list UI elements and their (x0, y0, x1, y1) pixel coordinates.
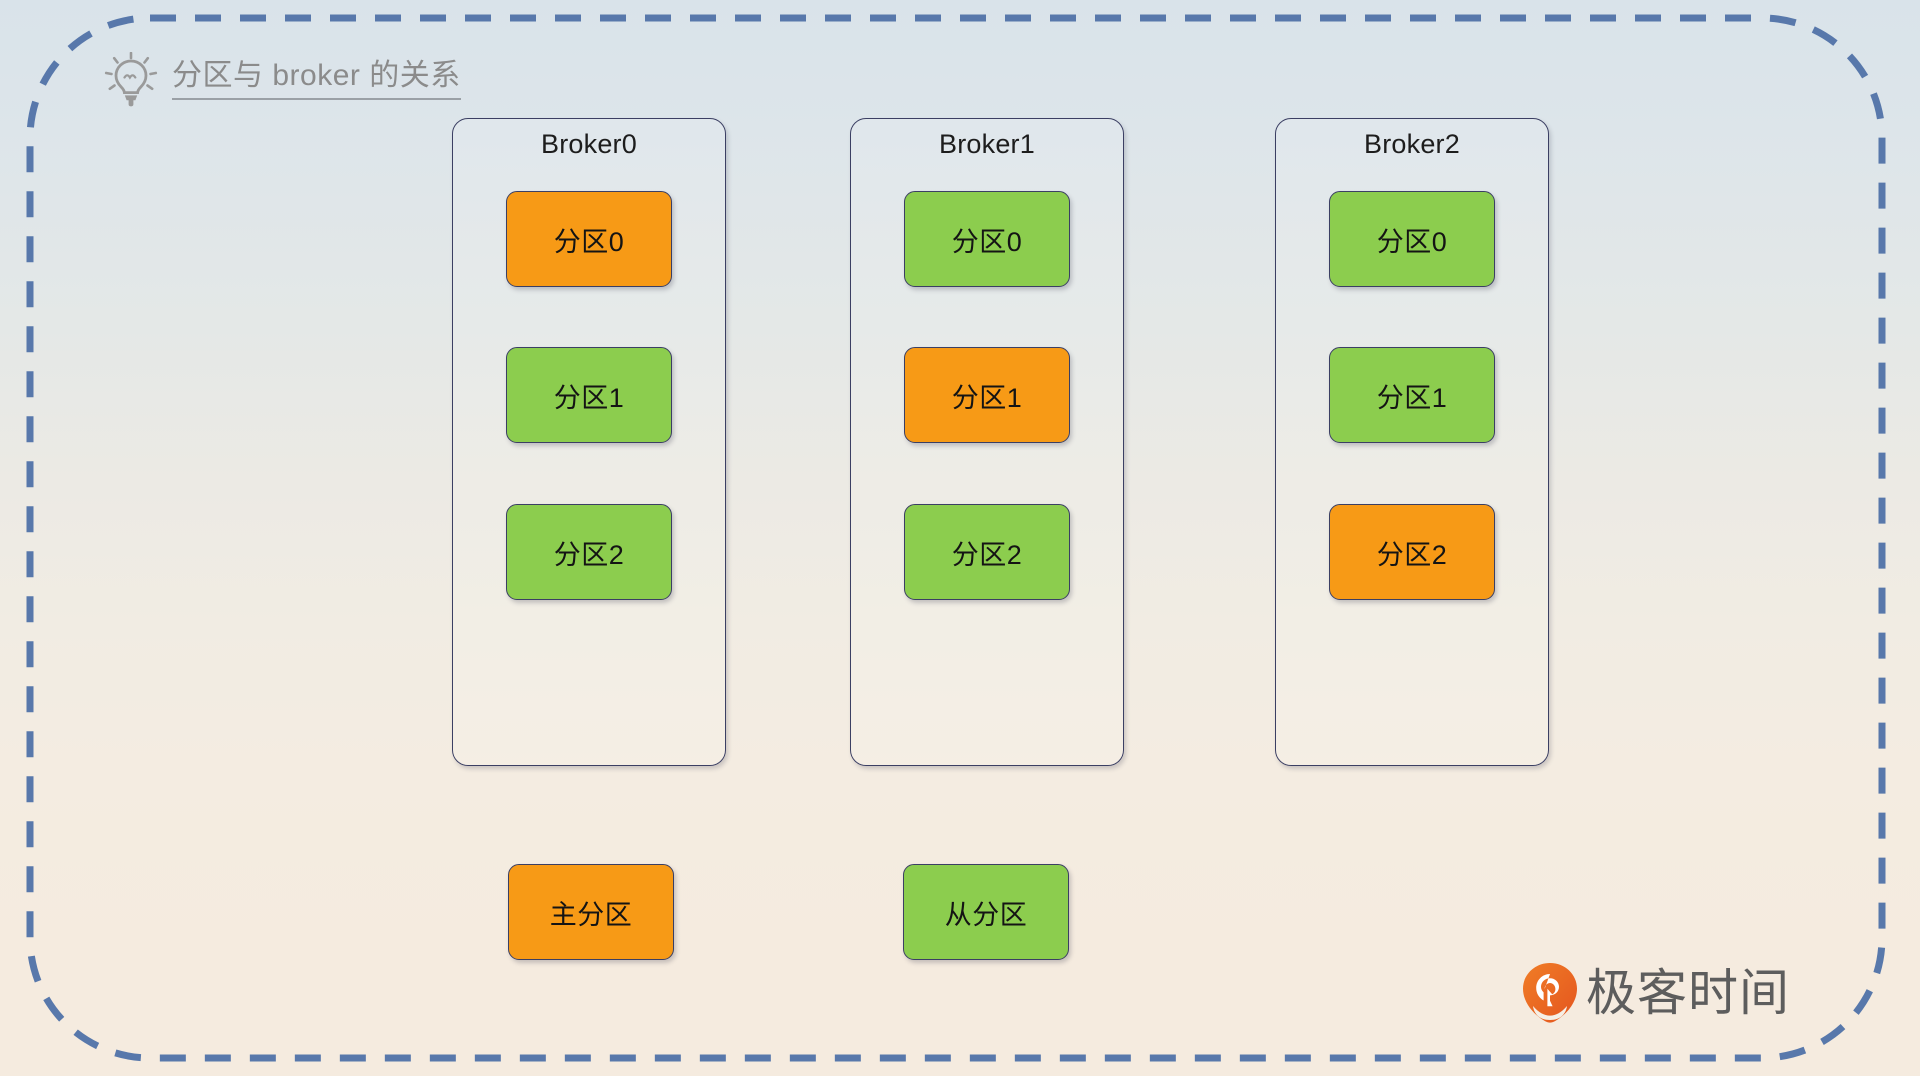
broker-container-0[interactable]: Broker0 分区0 分区1 分区2 (452, 118, 726, 766)
partition-broker0-p2[interactable]: 分区2 (506, 504, 672, 600)
diagram-title: 分区与 broker 的关系 (104, 52, 461, 108)
legend-leader-partition[interactable]: 主分区 (508, 864, 674, 960)
brand-logo: 极客时间 (1522, 962, 1790, 1024)
broker-label-1: Broker1 (939, 129, 1035, 159)
partition-broker1-p2[interactable]: 分区2 (904, 504, 1070, 600)
brand-name: 极客时间 (1586, 965, 1790, 1021)
partition-broker2-p1[interactable]: 分区1 (1329, 347, 1495, 443)
legend-follower-partition[interactable]: 从分区 (903, 864, 1069, 960)
lightbulb-icon (104, 52, 158, 107)
broker-container-1[interactable]: Broker1 分区0 分区1 分区2 (850, 118, 1124, 766)
broker-label-0: Broker0 (541, 129, 637, 159)
partition-broker1-p1[interactable]: 分区1 (904, 347, 1070, 443)
partition-broker1-p0[interactable]: 分区0 (904, 191, 1070, 287)
broker-label-2: Broker2 (1364, 129, 1460, 159)
broker-container-2[interactable]: Broker2 分区0 分区1 分区2 (1275, 118, 1549, 766)
partition-broker2-p0[interactable]: 分区0 (1329, 191, 1495, 287)
partition-broker2-p2[interactable]: 分区2 (1329, 504, 1495, 600)
title-label: 分区与 broker 的关系 (172, 60, 461, 100)
partition-broker0-p0[interactable]: 分区0 (506, 191, 672, 287)
geektime-logo-icon (1523, 963, 1577, 1023)
partition-broker0-p1[interactable]: 分区1 (506, 347, 672, 443)
